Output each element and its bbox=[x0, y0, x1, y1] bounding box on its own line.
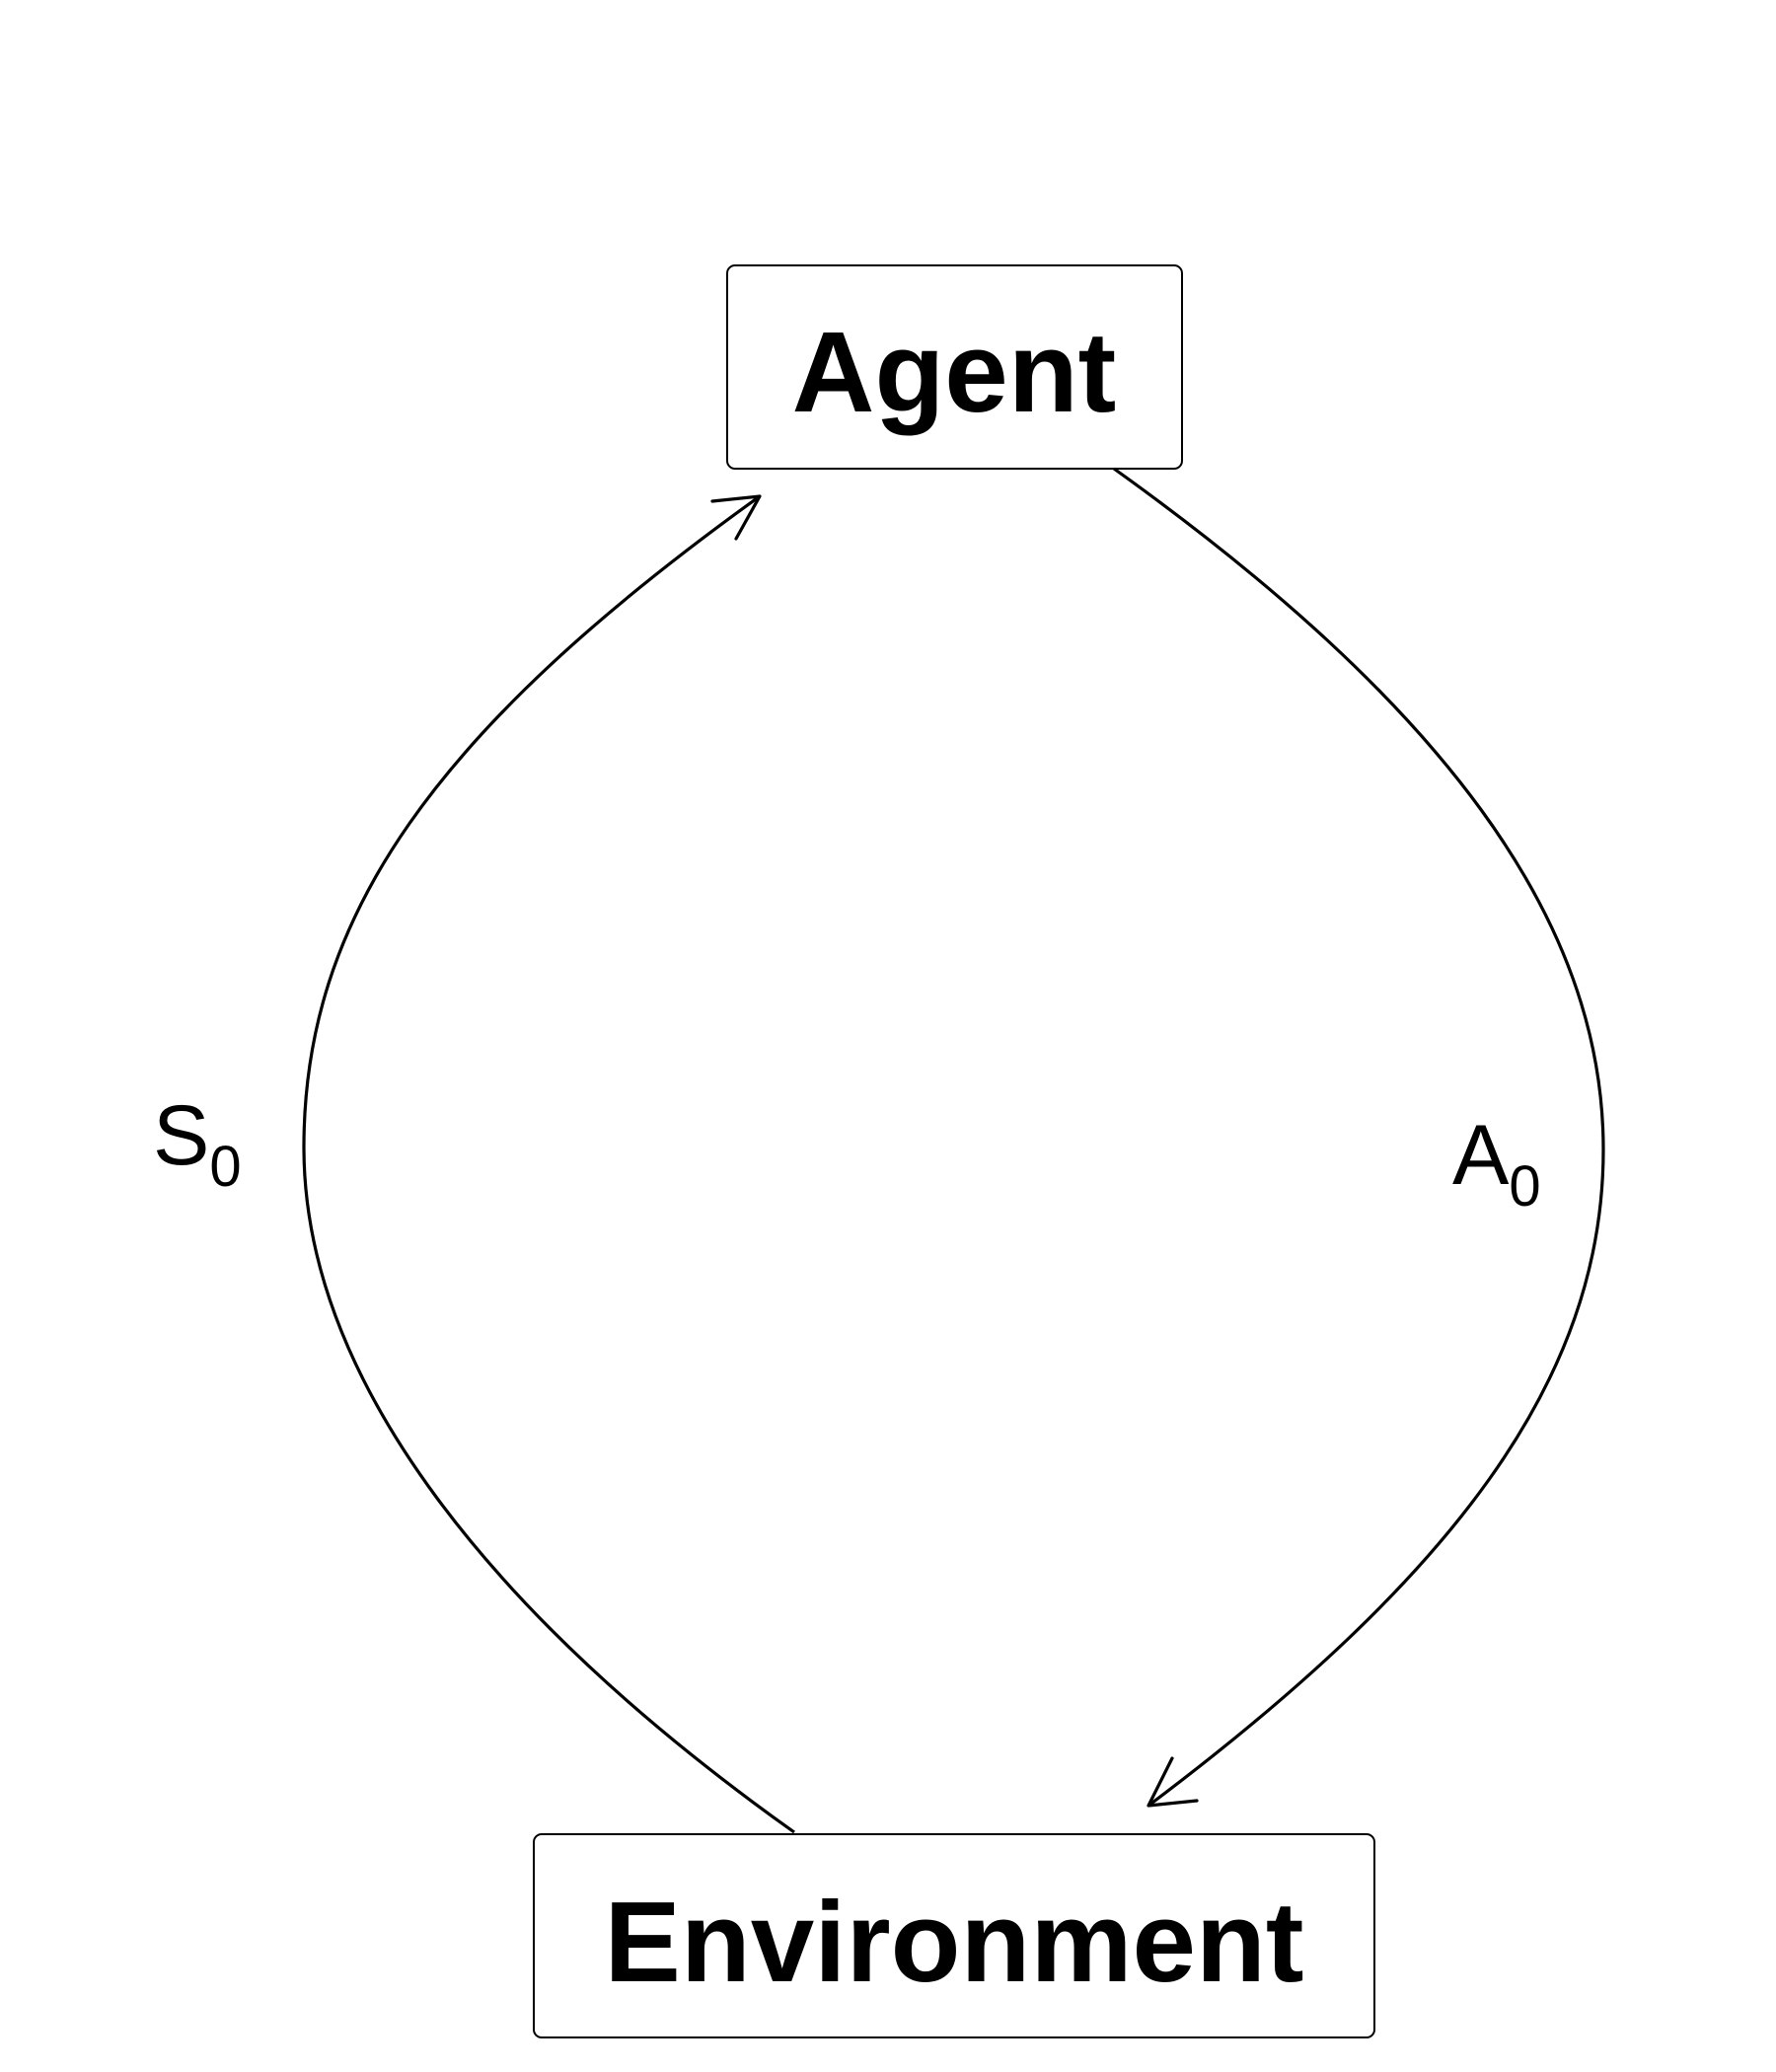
environment-node: Environment bbox=[533, 1833, 1375, 2038]
action-symbol: A bbox=[1452, 1108, 1510, 1203]
environment-box bbox=[533, 1833, 1375, 2038]
state-arrowhead-icon bbox=[710, 494, 762, 541]
state-subscript: 0 bbox=[209, 1135, 241, 1199]
state-symbol: S bbox=[153, 1088, 209, 1183]
agent-label: Agent bbox=[792, 308, 1117, 436]
action-arrowhead-icon bbox=[1147, 1756, 1199, 1808]
state-label: S0 bbox=[153, 1088, 242, 1199]
action-label: A0 bbox=[1452, 1108, 1541, 1219]
action-edge: A0 bbox=[1113, 467, 1605, 1808]
state-edge-line bbox=[302, 494, 795, 1834]
agent-box bbox=[726, 264, 1183, 470]
environment-label: Environment bbox=[605, 1878, 1304, 2006]
action-subscript: 0 bbox=[1509, 1154, 1540, 1219]
state-edge: S0 bbox=[153, 494, 795, 1834]
action-edge-line bbox=[1113, 467, 1605, 1808]
agent-node: Agent bbox=[726, 264, 1183, 470]
